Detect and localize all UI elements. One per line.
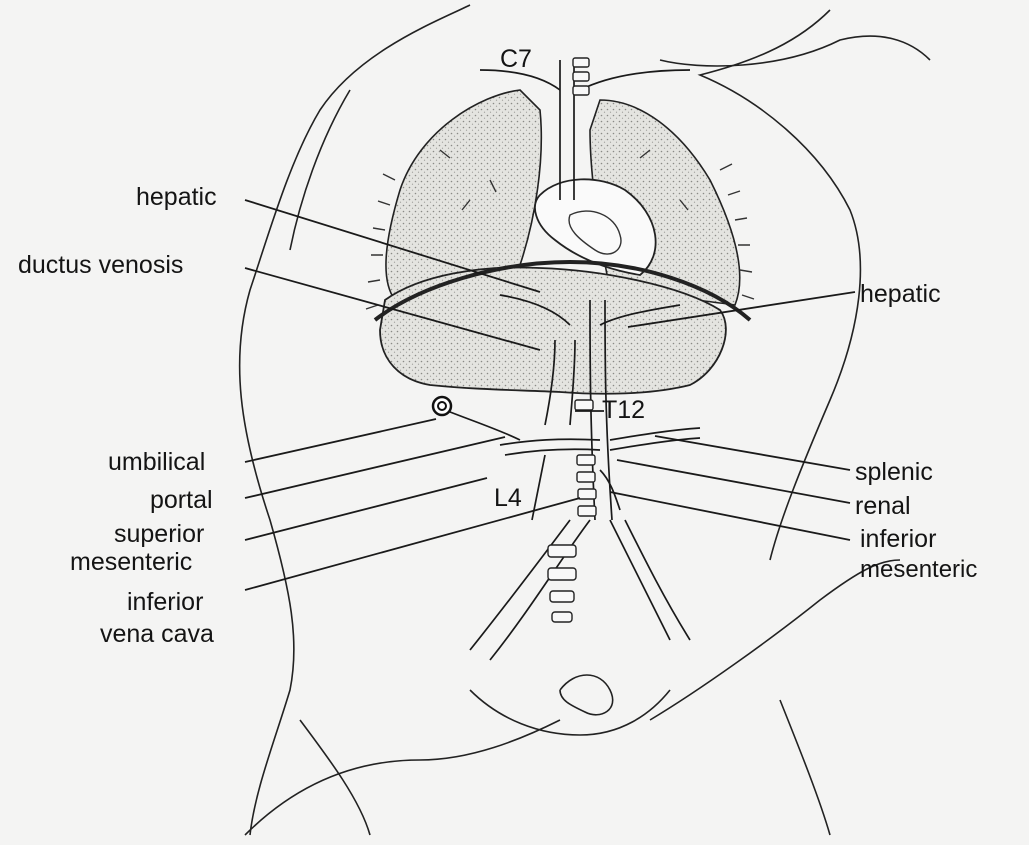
neck-vessels-right (580, 70, 690, 90)
label-inferior-vena-cava-line2: vena cava (100, 622, 214, 647)
umbilical-vein-vessel (445, 410, 520, 440)
leader-superior-mesenteric (245, 478, 487, 540)
leader-splenic (655, 436, 850, 470)
label-inferior-mesenteric-line1: inferior (860, 527, 936, 552)
vertebra-label-t12: T12 (602, 398, 645, 423)
label-ductus-venosis: ductus venosis (18, 253, 183, 278)
leader-renal (617, 460, 850, 503)
label-hepatic-left: hepatic (136, 185, 217, 210)
neck-vessels-left (480, 70, 560, 90)
umbilical-ring-outer (433, 397, 451, 415)
label-hepatic-right: hepatic (860, 282, 941, 307)
sacral-segment-2 (548, 568, 576, 580)
vertebra-label-c7: C7 (500, 47, 532, 72)
label-superior-mesenteric-line1: superior (114, 522, 204, 547)
lower-body-outline (245, 720, 560, 835)
label-inferior-mesenteric-line2: mesenteric (860, 557, 977, 582)
label-splenic: splenic (855, 460, 933, 485)
shoulder-outline-right (660, 36, 930, 66)
hip-outline-right (650, 560, 900, 720)
label-umbilical: umbilical (108, 450, 205, 475)
arm-outline-left (290, 90, 350, 250)
leader-umbilical (245, 419, 436, 462)
vertebra-t12 (575, 400, 593, 410)
leader-inferior-mesenteric (610, 492, 850, 540)
sacral-segment-3 (550, 591, 574, 602)
vertebra-t2 (573, 86, 589, 95)
leader-portal (245, 437, 505, 498)
label-portal: portal (150, 488, 213, 513)
label-inferior-vena-cava-line1: inferior (127, 590, 203, 615)
vertebra-l2 (577, 472, 595, 482)
leader-inferior-vena-cava (245, 498, 580, 590)
label-renal: renal (855, 494, 911, 519)
vertebra-c7 (573, 58, 589, 67)
sacral-segment-4 (552, 612, 572, 622)
superior-vena-cava (560, 60, 574, 200)
umbilicus (433, 397, 451, 415)
sacral-segment-1 (548, 545, 576, 557)
thigh-outline-right (780, 700, 830, 835)
portal-vein-vessel (500, 439, 600, 455)
body-outline (240, 5, 930, 835)
genitalia-outline (560, 675, 613, 715)
groin-outline (470, 690, 670, 735)
vertebra-l1 (577, 455, 595, 465)
splenic-vein-vessel (610, 428, 700, 450)
label-superior-mesenteric-line2: mesenteric (70, 550, 192, 575)
vertebra-l4 (578, 506, 596, 516)
vertebra-t1 (573, 72, 589, 81)
iliac-veins (470, 520, 690, 660)
thigh-outline-left (300, 720, 370, 835)
vertebra-l3 (578, 489, 596, 499)
vertebra-label-l4: L4 (494, 486, 522, 511)
